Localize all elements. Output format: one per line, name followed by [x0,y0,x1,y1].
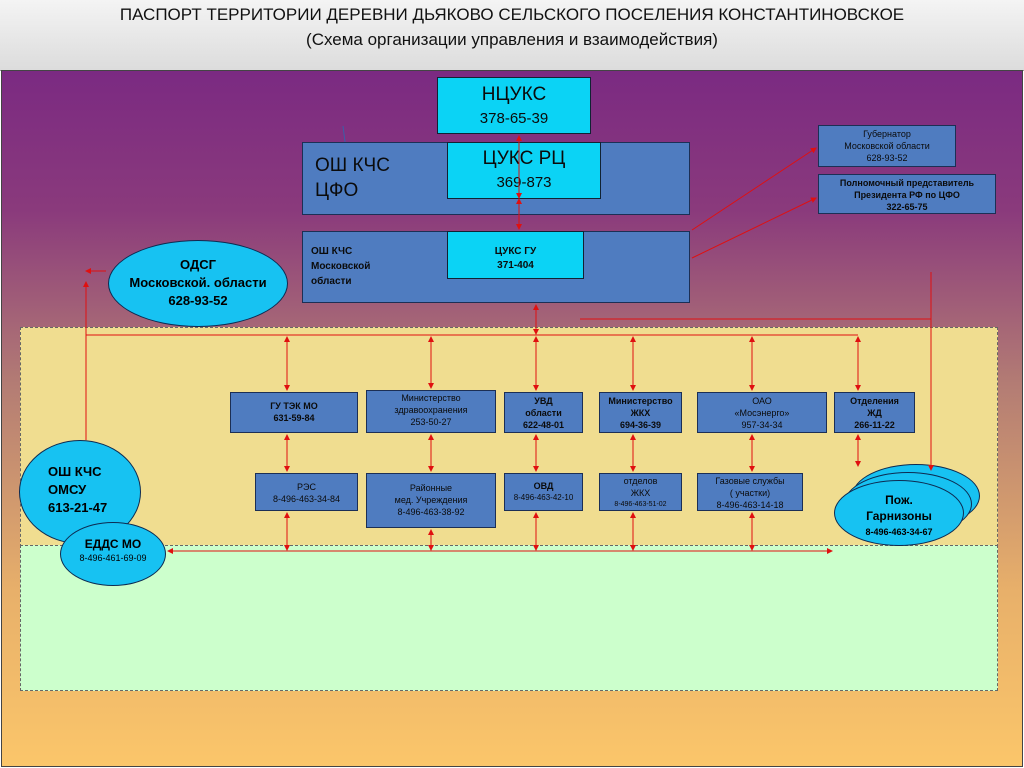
gas-phone: 8-496-463-14-18 [716,500,784,510]
ncuks-box: НЦУКС 378-65-39 [437,77,591,134]
mosenergo-box: ОАО «Мосэнерго» 957-34-34 [697,392,827,433]
edds-ellipse: ЕДДС МО 8-496-461-69-09 [60,522,166,586]
pozh-line1: Пож. [885,493,913,507]
edds-phone: 8-496-461-69-09 [79,553,147,563]
osh-omsu-line1: ОШ КЧС [48,464,102,479]
envoy-line1: Полномочный представитель [839,178,975,188]
arrow-governor [691,147,817,231]
odsg-phone: 628-93-52 [168,293,228,308]
min-zhkh-line1: Министерство [608,396,673,406]
ncuks-phone: 378-65-39 [479,110,549,127]
osh-mo-line2: Московской [311,261,371,272]
governor-phone: 628-93-52 [866,153,908,163]
arrow-envoy [691,197,817,259]
osh-cfo-line1: ОШ КЧС [315,155,390,176]
rayon-med-phone: 8-496-463-38-92 [397,507,465,517]
pozh-ellipse: Пож. Гарнизоны 8-496-463-34-67 [834,480,964,546]
ovd-phone: 8-496-463-42-10 [513,493,574,502]
cuks-gu-name: ЦУКС ГУ [494,246,537,257]
zhd-phone: 266-11-22 [854,420,895,430]
odsg-ellipse: ОДСГ Московской. области 628-93-52 [108,240,288,327]
otdel-zhkh-line1: отделов [623,476,658,486]
res-phone: 8-496-463-34-84 [272,494,341,504]
res-box: РЭС 8-496-463-34-84 [255,473,358,511]
gu-tek-box: ГУ ТЭК МО 631-59-84 [230,392,358,433]
ncuks-name: НЦУКС [481,84,547,105]
uvd-line1: УВД [534,396,553,406]
min-zhkh-line2: ЖКХ [630,408,651,418]
odsg-line2: Московской. области [129,275,267,290]
mosenergo-line2: «Мосэнерго» [734,408,790,418]
osh-cfo-line2: ЦФО [315,180,359,201]
gas-box: Газовые службы ( участки) 8-496-463-14-1… [697,473,803,511]
gas-line2: ( участки) [729,488,771,498]
mosenergo-phone: 957-34-34 [741,420,783,430]
cuks-rc-name: ЦУКС РЦ [482,148,566,169]
slide-subtitle: (Схема организации управления и взаимоде… [306,30,718,49]
res-name: РЭС [297,482,316,492]
uvd-phone: 622-48-01 [522,420,565,430]
otdel-zhkh-box: отделов ЖКХ 8-496-463-51-02 [599,473,682,511]
envoy-phone: 322-65-75 [886,202,928,212]
governor-line1: Губернатор [863,129,911,139]
minzdrav-line1: Министерство [401,393,461,403]
uvd-box: УВД области 622-48-01 [504,392,583,433]
minzdrav-line2: здравоохранения [394,405,468,415]
zhd-line1: Отделения [850,396,899,406]
otdel-zhkh-phone: 8-496-463-51-02 [614,501,667,508]
minzdrav-phone: 253-50-27 [410,417,452,427]
rayon-med-line2: мед. Учреждения [394,495,468,505]
osh-mo-line1: ОШ КЧС [311,246,353,257]
pozh-phone: 8-496-463-34-67 [865,527,933,537]
cuks-gu-phone: 371-404 [497,260,534,271]
rayon-med-box: Районные мед. Учреждения 8-496-463-38-92 [366,473,496,528]
osh-omsu-ellipse: ОШ КЧС ОМСУ 613-21-47 [19,440,141,544]
envoy-box: Полномочный представитель Президента РФ … [818,174,996,214]
cuks-gu-box: ЦУКС ГУ 371-404 [447,231,584,279]
slide-title: ПАСПОРТ ТЕРРИТОРИИ ДЕРЕВНИ ДЬЯКОВО СЕЛЬС… [119,5,905,24]
governor-box: Губернатор Московской области 628-93-52 [818,125,956,167]
ovd-box: ОВД 8-496-463-42-10 [504,473,583,511]
osh-mo-line3: области [311,276,352,287]
envoy-line2: Президента РФ по ЦФО [854,190,960,200]
slide-header: ПАСПОРТ ТЕРРИТОРИИ ДЕРЕВНИ ДЬЯКОВО СЕЛЬС… [0,0,1024,71]
zhd-box: Отделения ЖД 266-11-22 [834,392,915,433]
ovd-name: ОВД [533,481,554,491]
rayon-med-line1: Районные [409,483,453,493]
gu-tek-phone: 631-59-84 [273,413,315,423]
edds-name: ЕДДС МО [84,537,142,551]
stray-mark [342,125,346,143]
min-zhkh-box: Министерство ЖКХ 694-36-39 [599,392,682,433]
osh-omsu-phone: 613-21-47 [48,500,108,515]
otdel-zhkh-line2: ЖКХ [630,488,651,498]
cuks-rc-phone: 369-873 [496,174,552,191]
cuks-rc-box: ЦУКС РЦ 369-873 [447,142,601,199]
mosenergo-line1: ОАО [752,396,772,406]
minzdrav-box: Министерство здравоохранения 253-50-27 [366,390,496,433]
uvd-line2: области [525,408,562,418]
min-zhkh-phone: 694-36-39 [619,420,662,430]
odsg-line1: ОДСГ [180,257,216,272]
gu-tek-name: ГУ ТЭК МО [270,401,318,411]
interaction-zone-green [20,545,998,691]
governor-line2: Московской области [844,141,930,151]
gas-line1: Газовые службы [715,476,785,486]
zhd-line2: ЖД [867,408,882,418]
osh-omsu-line2: ОМСУ [48,482,87,497]
pozh-line2: Гарнизоны [866,509,932,523]
